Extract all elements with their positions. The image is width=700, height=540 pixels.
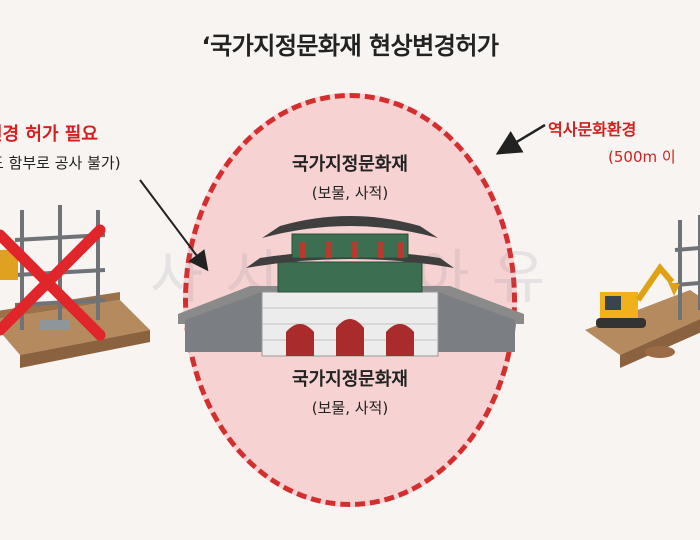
left-construction-site — [0, 205, 150, 368]
heritage-label-bottom: 국가지정문화재 (보물, 사적) — [250, 365, 450, 418]
page-title: ‘국가지정문화재 현상변경허가 — [201, 32, 499, 60]
right-zone-title: 역사문화환경 — [548, 120, 637, 139]
left-permit-subtitle: 도 함부로 공사 불가) — [0, 154, 121, 172]
heritage-name-top: 국가지정문화재 — [292, 154, 408, 175]
palace-gate-illustration — [178, 216, 524, 357]
arrow-right-to-zone — [495, 123, 546, 155]
right-zone-subtitle: (500m 이 — [608, 148, 676, 166]
heritage-type-bottom: (보물, 사적) — [311, 399, 389, 417]
left-permit-title: 변경 허가 필요 — [0, 124, 98, 145]
prohibited-x-icon — [0, 224, 106, 341]
heritage-label-top: 국가지정문화재 (보물, 사적) — [250, 150, 450, 203]
excavator-icon — [596, 263, 680, 328]
heritage-name-bottom: 국가지정문화재 — [292, 369, 408, 390]
arrow-left-to-zone — [139, 179, 209, 272]
heritage-type-top: (보물, 사적) — [311, 184, 389, 202]
